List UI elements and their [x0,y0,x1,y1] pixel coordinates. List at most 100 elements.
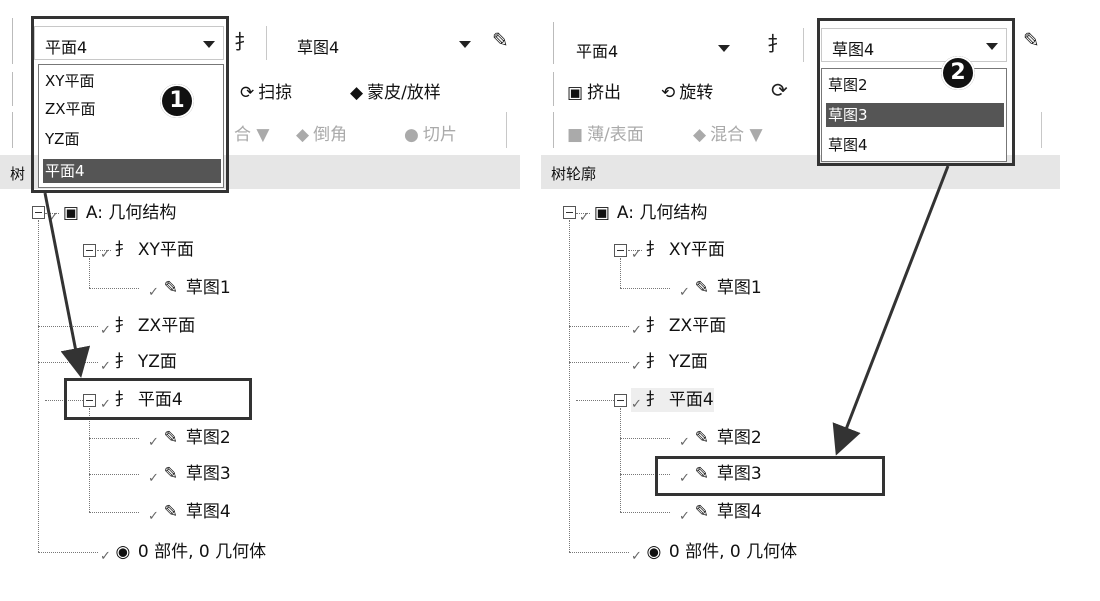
collapse-toggle[interactable] [614,244,627,257]
tree-item-parts[interactable]: ✓◉0 部件, 0 几何体 [100,540,266,564]
sketch-icon: ✎ [163,502,179,522]
tree-item-label: YZ面 [668,352,708,372]
toolbar-grip[interactable] [12,112,16,148]
check-icon: ✓ [679,509,690,524]
thin-surface-button[interactable]: ■薄/表面 [567,120,644,145]
extrude-label: 挤出 [587,83,622,103]
tree-line [576,213,590,214]
chamfer-icon: ◆ [296,125,310,145]
chevron-down-icon [203,41,215,48]
check-icon: ✓ [48,210,59,225]
collapse-toggle[interactable] [563,206,576,219]
slice-button[interactable]: ●切片 [404,120,457,145]
tree-item-zx-plane[interactable]: ✓⺘ZX平面 [631,314,726,338]
sketch-dropdown-list[interactable]: 草图2 草图3 草图4 [821,68,1007,162]
tree-item-label: XY平面 [137,240,194,260]
right-panel: 平面4 ⺘ 草图4 ✎ ▣挤出 ⟲旋转 ⟳ ■薄/表面 ◆混合 ▼ 树轮廓 ✓▣… [541,0,1060,578]
tree-item-sketch3[interactable]: ✓✎草图3 [148,462,231,486]
dropdown-item-yz-plane[interactable]: YZ面 [45,130,80,148]
thin-surface-icon: ■ [567,125,584,145]
sketch-icon: ✎ [694,278,710,298]
geometry-icon: ▣ [62,203,79,223]
sketch-combo[interactable]: 草图4 [286,26,480,60]
toolbar-separator [506,112,507,148]
tree-item-xy-plane[interactable]: ✓⺘XY平面 [100,238,194,262]
tree-item-parts[interactable]: ✓◉0 部件, 0 几何体 [631,540,797,564]
sweep-button[interactable]: ⟳扫掠 [240,78,292,103]
tree-line [97,250,111,251]
tree-item-label: 草图1 [716,278,762,298]
tree-item-sketch1[interactable]: ✓✎草图1 [148,276,231,300]
tree-item-zx-plane[interactable]: ✓⺘ZX平面 [100,314,195,338]
tree-line [620,474,670,475]
tree-item-xy-plane[interactable]: ✓⺘XY平面 [631,238,725,262]
thin-surface-label: 薄/表面 [587,125,644,145]
blend-button[interactable]: 合 ▼ [234,120,269,145]
tree-item-geometry[interactable]: ✓▣A: 几何结构 [48,201,176,225]
skin-loft-icon: ◆ [350,83,364,103]
tree-item-label: 草图1 [185,278,231,298]
tree-line [89,288,139,289]
skin-loft-button[interactable]: ◆蒙皮/放样 [350,78,441,103]
sketch-icon: ✎ [163,278,179,298]
check-icon: ✓ [100,323,111,338]
toolbar-grip[interactable] [12,72,16,106]
tree-line [38,362,98,363]
collapse-toggle[interactable] [83,394,96,407]
tree-item-geometry[interactable]: ✓▣A: 几何结构 [579,201,707,225]
toolbar-grip[interactable] [553,22,557,64]
tree-item-plane4[interactable]: ✓⺘平面4 [100,388,183,412]
check-icon: ✓ [148,435,159,450]
dropdown-item-sketch3[interactable]: 草图3 [826,103,1004,127]
tree-item-label: 0 部件, 0 几何体 [137,542,267,562]
axis-plane-icon: ⺘ [114,352,132,372]
toolbar-grip[interactable] [12,18,16,64]
new-plane-icon[interactable]: ⺘ [234,30,254,54]
tree-line [620,258,621,288]
tree-item-sketch4[interactable]: ✓✎草图4 [679,500,762,524]
chamfer-button[interactable]: ◆倒角 [296,120,347,145]
tree-item-sketch1[interactable]: ✓✎草图1 [679,276,762,300]
tree-item-yz-plane[interactable]: ✓⺘YZ面 [631,350,708,374]
extrude-button[interactable]: ▣挤出 [567,78,621,103]
collapse-toggle[interactable] [83,244,96,257]
plane-dropdown-list[interactable]: XY平面 ZX平面 YZ面 平面4 [38,64,224,188]
tree-item-yz-plane[interactable]: ✓⺘YZ面 [100,350,177,374]
check-icon: ✓ [148,509,159,524]
tree-line [569,552,629,553]
dropdown-item-sketch4[interactable]: 草图4 [828,136,868,154]
sweep-icon[interactable]: ⟳ [771,78,788,102]
dropdown-item-zx-plane[interactable]: ZX平面 [45,100,96,118]
dropdown-item-xy-plane[interactable]: XY平面 [45,72,95,90]
left-panel: 平面4 ⺘ 草图4 ✎ ⟳扫掠 ◆蒙皮/放样 合 ▼ ◆倒角 ●切片 树 ✓▣A… [0,0,520,578]
tree-item-label: 0 部件, 0 几何体 [668,542,798,562]
parts-icon: ◉ [646,542,662,562]
tree-item-sketch4[interactable]: ✓ ✎ 草图4 [148,500,231,524]
plane-combo[interactable]: 平面4 [565,30,755,64]
dropdown-item-sketch2[interactable]: 草图2 [828,76,868,94]
collapse-toggle[interactable] [614,394,627,407]
toolbar-grip[interactable] [553,72,557,106]
blend-button[interactable]: ◆混合 ▼ [693,120,763,145]
new-sketch-icon[interactable]: ✎ [492,28,509,52]
extrude-icon: ▣ [567,83,584,103]
sketch-combo[interactable]: 草图4 [821,28,1007,62]
new-sketch-icon[interactable]: ✎ [1023,28,1040,52]
check-icon: ✓ [100,549,111,564]
tree-item-label: ZX平面 [137,316,196,336]
tree-item-sketch3[interactable]: ✓✎草图3 [679,462,762,486]
tree-item-sketch2[interactable]: ✓✎草图2 [679,426,762,450]
toolbar-separator [803,28,804,62]
tree-item-plane4[interactable]: ✓⺘平面4 [631,388,714,412]
new-plane-icon[interactable]: ⺘ [767,32,787,56]
tree-item-label: 草图4 [185,502,231,522]
revolve-button[interactable]: ⟲旋转 [661,78,713,103]
toolbar-grip[interactable] [553,112,557,148]
tree-line [628,250,642,251]
dropdown-item-plane4[interactable]: 平面4 [43,159,221,183]
tree-item-sketch2[interactable]: ✓✎草图2 [148,426,231,450]
plane-combo[interactable]: 平面4 [34,26,224,60]
sketch-icon: ✎ [163,464,179,484]
callout-plane4 [64,378,252,420]
collapse-toggle[interactable] [32,206,45,219]
